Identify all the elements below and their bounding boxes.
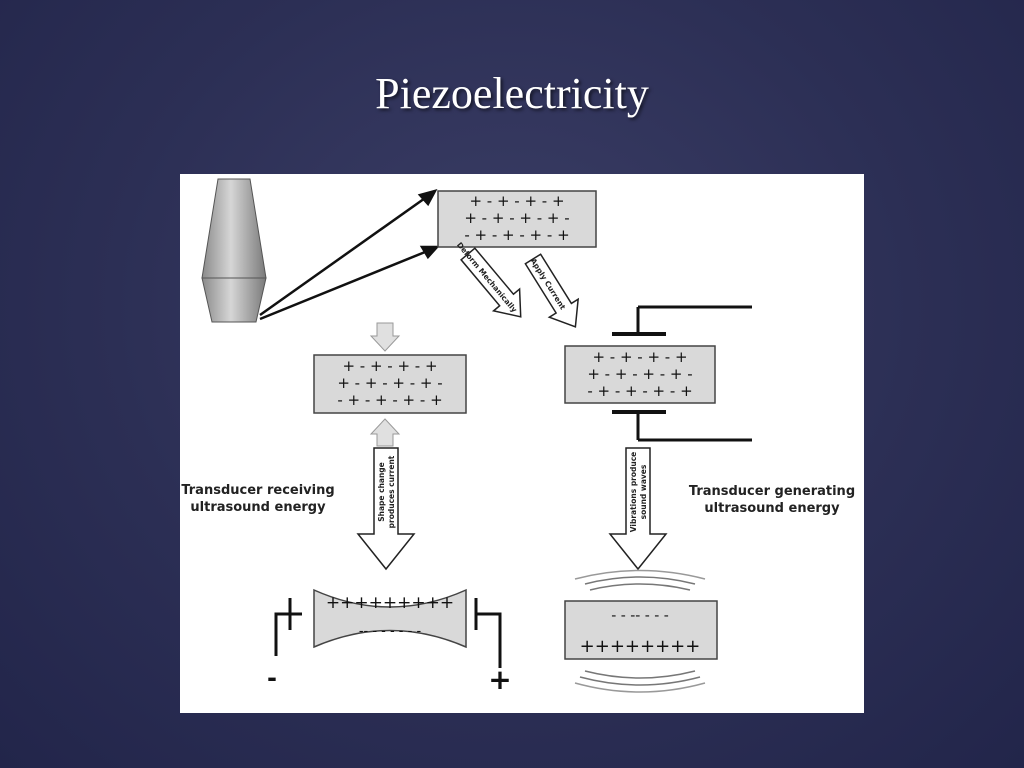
generating-label: Transducer generating ultrasound energy — [689, 484, 855, 516]
slide-title: Piezoelectricity — [375, 69, 649, 118]
negative-terminal: - — [267, 664, 277, 692]
positive-terminal: + — [488, 663, 511, 696]
svg-text:- + - + - + - +: - + - + - + - + — [587, 382, 692, 400]
crystal-middle-right: + - + - + - + + - + - + - + - - + - + - … — [564, 305, 752, 442]
apply-current-arrow: Apply Current — [524, 253, 580, 328]
pressure-arrow-down — [369, 322, 401, 352]
svg-text:produces current: produces current — [387, 455, 396, 528]
pressure-arrow-up — [369, 418, 401, 447]
svg-text:Vibrations produce: Vibrations produce — [629, 452, 638, 533]
vibrations-arrow: Vibrations produce sound waves — [608, 447, 668, 571]
svg-text:- + - + - + - +: - + - + - + - + — [337, 391, 442, 409]
shape-change-arrow: Shape change produces current — [356, 447, 416, 571]
svg-text:+ - + - + - +: + - + - + - + — [469, 192, 564, 210]
svg-text:+ - + - + - + -: + - + - + - + - — [337, 374, 442, 392]
svg-text:Deform Mechanically: Deform Mechanically — [455, 240, 519, 314]
svg-text:++++++++: ++++++++ — [580, 636, 701, 657]
svg-text:- - -- - - -: - - -- - - - — [611, 608, 669, 624]
svg-text:+ - + - + - +: + - + - + - + — [342, 357, 437, 375]
svg-text:- + - + - + - +: - + - + - + - + — [464, 226, 569, 244]
sound-waves-top — [574, 569, 706, 591]
svg-text:+ - + - + - + -: + - + - + - + - — [587, 365, 692, 383]
crystal-bent: +++++++++ -- - - - - - - - + — [267, 588, 512, 696]
crystal-middle-left: + - + - + - + + - + - + - + - - + - + - … — [313, 354, 467, 414]
svg-text:Shape change: Shape change — [377, 462, 386, 522]
svg-text:ultrasound energy: ultrasound energy — [704, 501, 840, 516]
svg-text:Transducer receiving: Transducer receiving — [181, 483, 334, 498]
svg-text:ultrasound energy: ultrasound energy — [190, 500, 326, 515]
svg-text:sound waves: sound waves — [639, 464, 648, 519]
svg-text:+++++++++: +++++++++ — [326, 593, 454, 613]
svg-text:Transducer generating: Transducer generating — [689, 484, 855, 499]
svg-text:-- - - - - - -: -- - - - - - - — [359, 624, 422, 639]
receiving-label: Transducer receiving ultrasound energy — [181, 483, 334, 515]
probe-pointer-lines — [259, 189, 440, 321]
piezo-diagram: + - + - + - + + - + - + - + - - + - + - … — [180, 174, 864, 713]
transducer-probe — [201, 178, 267, 323]
svg-text:+ - + - + - +: + - + - + - + — [592, 348, 687, 366]
crystal-top: + - + - + - + + - + - + - + - - + - + - … — [437, 190, 597, 248]
sound-waves-bottom — [574, 670, 706, 693]
crystal-vibrating: - - -- - - - ++++++++ — [564, 600, 718, 660]
svg-text:+ - + - + - + -: + - + - + - + - — [464, 209, 569, 227]
